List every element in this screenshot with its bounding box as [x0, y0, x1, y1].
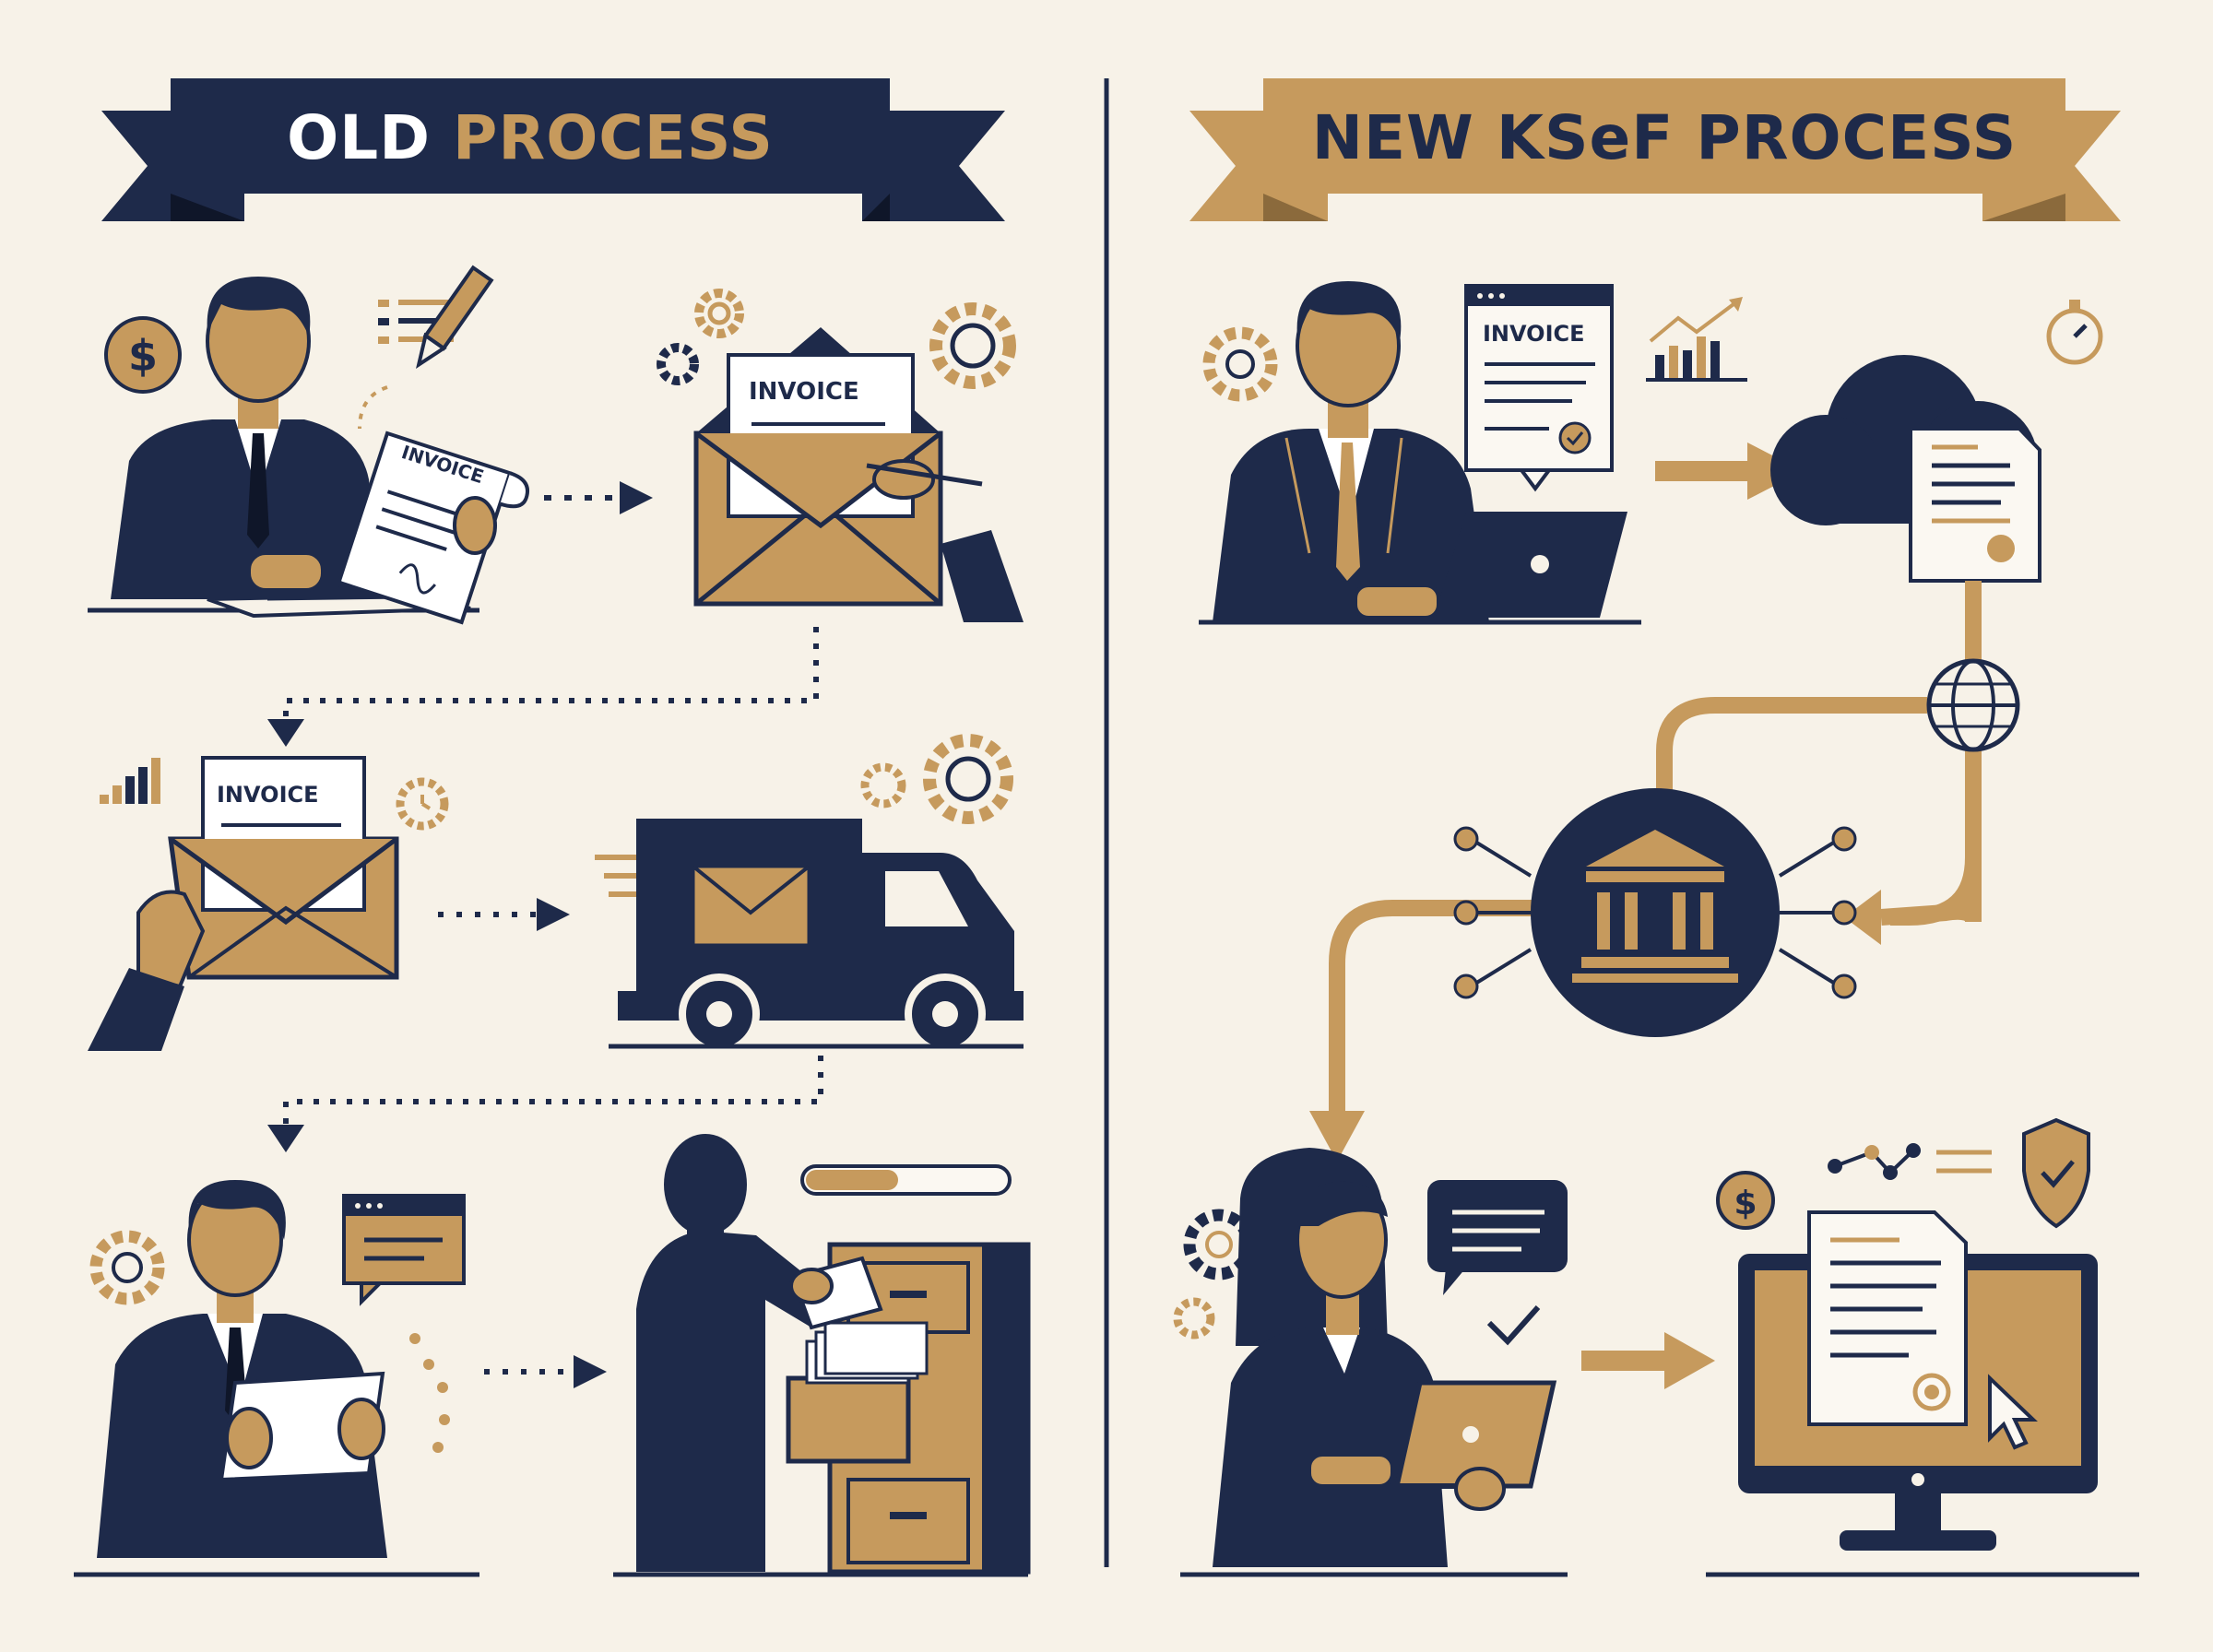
clock-gear-icon [396, 777, 449, 831]
gear-icon [860, 762, 906, 808]
gear-icon [1202, 326, 1278, 402]
new-process-banner [1189, 78, 2121, 221]
invoice-label: INVOICE [217, 782, 319, 808]
old-connector-1 [283, 627, 819, 728]
old-connector-2 [283, 1056, 823, 1129]
gear-icon [89, 1230, 165, 1305]
old-step-mailing-illustration [88, 756, 449, 1051]
dollar-coin-icon [1716, 1171, 1775, 1230]
stopwatch-icon [2046, 300, 2103, 365]
invoice-scroll [336, 431, 529, 625]
invoice-label: INVOICE [1483, 321, 1585, 347]
new-flow-connectors [1309, 581, 1982, 1162]
gear-icon [1173, 1297, 1215, 1339]
speed-lines [595, 855, 636, 897]
globe-icon [1926, 658, 2020, 752]
old-process-title: OLD PROCESS [171, 92, 890, 184]
document-icon [1909, 427, 2041, 583]
checkmark-icon [1486, 1305, 1541, 1346]
old-step-review-illustration [74, 1180, 479, 1577]
new-step-receive-illustration [1173, 1148, 1568, 1577]
svg-text:$: $ [128, 331, 158, 381]
chat-bubble-icon [1427, 1180, 1568, 1295]
pencil-icon [416, 265, 494, 369]
old-step-envelope-illustration [657, 289, 1024, 622]
cursor-icon [1988, 1374, 2038, 1450]
signal-bars-icon [100, 758, 160, 804]
old-step-filing-illustration [613, 1134, 1031, 1577]
svg-text:$: $ [1734, 1185, 1757, 1222]
old-process-title-word1: OLD [287, 102, 432, 173]
new-process-title: NEW KSeF PROCESS [1263, 92, 2065, 184]
gear-icon [929, 302, 1016, 389]
shield-check-icon [2022, 1117, 2090, 1229]
envelope-icon [692, 865, 811, 947]
new-step-archive-monitor: $ [1706, 1117, 2139, 1577]
invoice-label: INVOICE [749, 378, 859, 406]
check-badge-icon [1558, 421, 1592, 454]
progress-bar [800, 1164, 1012, 1196]
document-icon [1807, 1210, 1968, 1426]
old-process-banner [101, 78, 1005, 221]
new-process-title-word1: NEW KSeF [1311, 102, 1675, 173]
old-step-signing-illustration: $ [88, 265, 529, 625]
laptop-icon [1434, 512, 1627, 618]
new-process-title-word2: PROCESS [1696, 102, 2018, 173]
old-step-delivery-truck [595, 734, 1024, 1055]
growth-chart-icon [1646, 297, 1747, 382]
person-head [664, 1134, 747, 1235]
gear-icon [923, 734, 1013, 824]
new-step-digital-issue-illustration [1199, 281, 1747, 625]
gear-icon [657, 343, 699, 385]
new-step-cloud-upload [1770, 300, 2103, 583]
government-hub-icon [1453, 788, 1857, 1037]
dollar-coin-icon [104, 316, 182, 394]
folder-stack [805, 1321, 929, 1385]
network-nodes-icon [1828, 1143, 1992, 1180]
dotted-trail [409, 1333, 450, 1453]
invoice-window [1464, 284, 1614, 492]
new-arrow-2 [1581, 1332, 1715, 1389]
chat-window-icon [342, 1194, 466, 1306]
gear-icon [694, 289, 744, 338]
old-process-title-word2: PROCESS [453, 102, 774, 173]
